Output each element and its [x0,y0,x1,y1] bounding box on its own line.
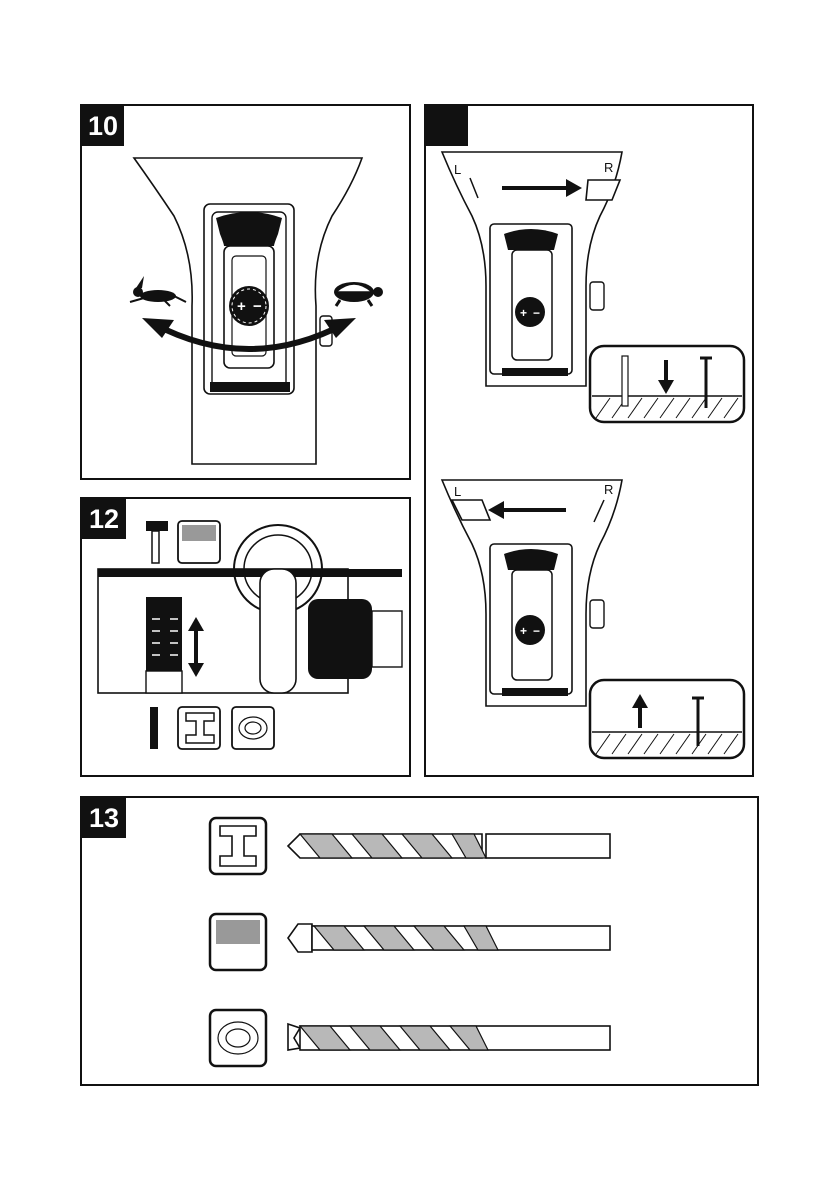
steel-beam-icon [210,818,266,874]
mode-switch-diagram [82,499,413,779]
direction-switch-diagram: L R + − L R [426,106,756,779]
steel-beam-icon [178,707,220,749]
inset-screw-reverse [590,680,744,758]
metal-drill-bit [288,834,610,858]
panel-13: 13 [80,796,759,1086]
switch-label-right-lower: R [604,482,613,497]
dial-minus-upper: − [533,306,540,320]
panel-10: 10 + − [80,104,411,480]
dial-plus-lower: + [520,624,527,638]
drill-bit-icon [622,356,628,406]
masonry-drill-bit [288,924,610,952]
speed-dial-knob[interactable]: + − [229,286,269,326]
panel-11: L R + − L R [424,104,754,777]
switch-label-right: R [604,160,613,175]
drill-bit-icon [150,707,158,749]
turtle-icon [334,282,383,306]
reverse-switch-right[interactable] [586,180,620,200]
dial-minus-lower: − [533,624,540,638]
brick-wall-icon [210,914,266,970]
speed-dial-diagram: + − [82,106,413,482]
brick-wall-icon [178,521,220,563]
wood-drill-bit [288,1024,610,1050]
arrow-left-head [142,318,174,338]
dial-minus-sign: − [253,298,262,315]
switch-label-left-lower: L [454,484,461,499]
switch-label-left: L [454,162,461,177]
drill-bit-types [82,798,761,1088]
panel-12: 12 [80,497,411,777]
wood-icon [210,1010,266,1066]
hammer-icon [146,521,168,563]
rabbit-icon [130,276,186,306]
wood-icon [232,707,274,749]
dial-plus-upper: + [520,306,527,320]
dial-plus-sign: + [237,298,246,315]
